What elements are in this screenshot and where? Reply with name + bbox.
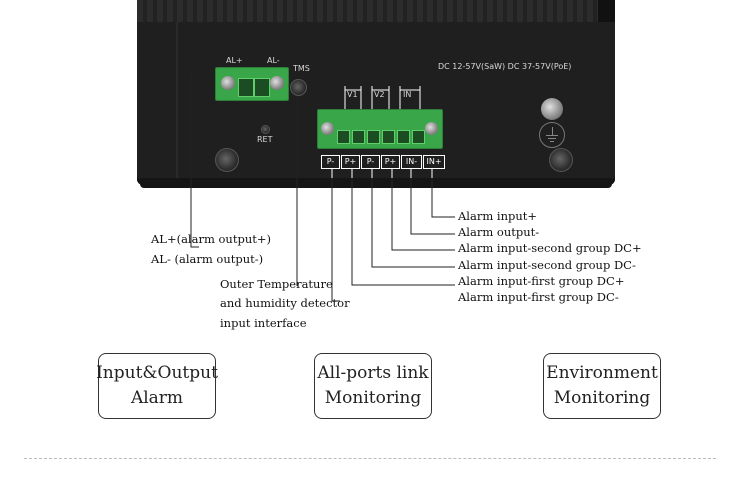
callout-first-dc-plus: Alarm input-first group DC+ xyxy=(458,274,625,288)
terminal-screw-icon xyxy=(270,76,284,90)
callout-tms-line3: input interface xyxy=(220,316,307,330)
callout-tms-line2: and humidity detector xyxy=(220,296,350,310)
al-plus-label: AL+ xyxy=(226,56,243,65)
callout-al-minus: AL- (alarm output-) xyxy=(151,252,264,266)
v1-label: V1 xyxy=(347,90,358,99)
terminal-slot xyxy=(382,130,395,144)
callout-second-dc-minus: Alarm input-second group DC- xyxy=(458,258,636,272)
terminal-slot xyxy=(367,130,380,144)
tms-port xyxy=(290,79,307,96)
callout-alarm-output-minus: Alarm output- xyxy=(458,225,540,239)
terminal-slot xyxy=(254,78,270,97)
terminal-slot xyxy=(352,130,365,144)
pin-label: IN+ xyxy=(423,155,445,169)
feature-badge-line1: Environment xyxy=(546,363,658,383)
feature-badge-environment: Environment Monitoring xyxy=(543,353,661,419)
panel-divider xyxy=(176,22,178,178)
feature-badge-link-monitoring: All-ports link Monitoring xyxy=(314,353,432,419)
device-top-fins xyxy=(137,0,615,22)
power-alarm-terminal xyxy=(317,109,443,149)
callout-alarm-input-plus: Alarm input+ xyxy=(458,209,538,223)
v2-label: V2 xyxy=(374,90,385,99)
callout-al-plus: AL+(alarm output+) xyxy=(151,232,271,246)
callout-second-dc-plus: Alarm input-second group DC+ xyxy=(458,241,642,255)
tms-label: TMS xyxy=(293,64,310,73)
callout-first-dc-minus: Alarm input-first group DC- xyxy=(458,290,619,304)
terminal-slot xyxy=(337,130,350,144)
terminal-screw-icon xyxy=(425,122,438,135)
alarm-output-terminal xyxy=(215,67,289,101)
pin-label: P- xyxy=(321,155,340,169)
mounting-screw-icon xyxy=(215,148,239,172)
feature-badge-line2: Monitoring xyxy=(324,388,422,408)
pin-label: P+ xyxy=(341,155,360,169)
terminal-screw-icon xyxy=(221,76,235,90)
power-spec-label: DC 12-57V(SaW) DC 37-57V(PoE) xyxy=(438,62,572,71)
feature-badge-alarm: Input&Output Alarm xyxy=(96,353,218,419)
mounting-screw-icon xyxy=(549,148,573,172)
feature-badge-line2: Alarm xyxy=(130,388,184,408)
reset-button-icon xyxy=(261,125,270,134)
feature-badge-line1: All-ports link xyxy=(317,363,429,383)
al-minus-label: AL- xyxy=(267,56,280,65)
pin-label: P- xyxy=(361,155,380,169)
terminal-slot xyxy=(412,130,425,144)
ground-screw-icon xyxy=(541,98,563,120)
in-label: IN xyxy=(403,90,412,99)
ground-symbol-icon xyxy=(539,122,565,148)
feature-badge-line2: Monitoring xyxy=(553,388,651,408)
terminal-slot xyxy=(397,130,410,144)
pin-label: P+ xyxy=(381,155,400,169)
terminal-screw-icon xyxy=(321,122,334,135)
section-divider xyxy=(24,458,716,459)
device-fin-right xyxy=(598,0,615,22)
ret-label: RET xyxy=(257,135,273,144)
device-foot xyxy=(140,178,612,188)
callout-tms-line1: Outer Temperature xyxy=(220,277,333,291)
terminal-slot xyxy=(238,78,254,97)
feature-badge-line1: Input&Output xyxy=(96,363,218,383)
